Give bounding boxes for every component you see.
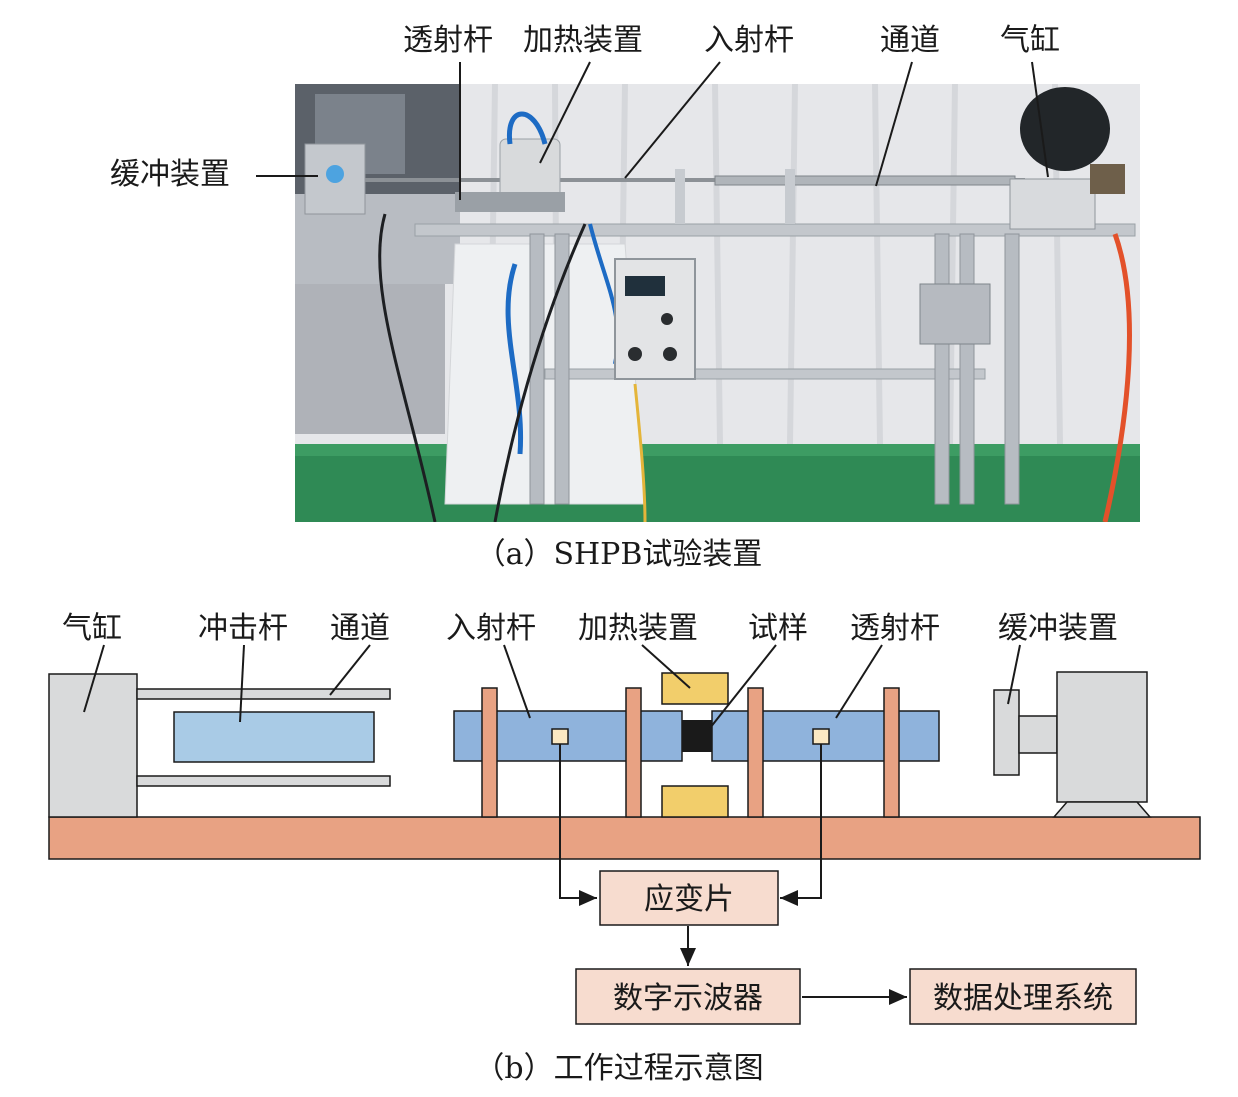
channel-rail-top (136, 688, 391, 700)
support-1 (481, 687, 498, 818)
label-transmission-bar-a: 透射杆 (403, 23, 493, 58)
label-heating-device-b: 加热装置 (578, 611, 698, 646)
support-3 (747, 687, 764, 818)
buffer-plunger (993, 689, 1020, 776)
support-2 (625, 687, 642, 818)
buffer-foot (1052, 801, 1152, 818)
label-cylinder-a: 气缸 (1000, 23, 1060, 58)
buffer-body (1056, 671, 1148, 803)
data-system-text: 数据处理系统 (933, 981, 1113, 1016)
heater-top (661, 672, 729, 705)
caption-b: （b）工作过程示意图 (474, 1051, 764, 1086)
heater-bottom (661, 785, 729, 818)
base-platform (48, 816, 1201, 860)
label-incident-bar-b: 入射杆 (446, 611, 536, 646)
label-specimen-b: 试样 (748, 611, 808, 646)
label-buffer-device-a: 缓冲装置 (110, 157, 230, 192)
shpb-apparatus-photo (295, 84, 1140, 522)
part-a-leader-lines (256, 61, 1049, 200)
strain-gauge-box (599, 870, 779, 926)
cylinder-block (48, 673, 138, 818)
label-incident-bar-a: 入射杆 (704, 23, 794, 58)
caption-a: （a）SHPB试验装置 (475, 537, 763, 572)
striker-bar (173, 711, 375, 763)
strain-gauge-transmission (812, 728, 830, 745)
data-system-box (909, 968, 1137, 1025)
strain-gauge-incident (551, 728, 569, 745)
working-process-schematic (48, 644, 1201, 1025)
label-channel-b: 通道 (330, 611, 390, 646)
oscilloscope-text: 数字示波器 (613, 981, 763, 1016)
label-cylinder-b: 气缸 (62, 611, 122, 646)
specimen (682, 720, 712, 752)
support-4 (883, 687, 900, 818)
label-channel-a: 通道 (880, 23, 940, 58)
label-striker-bar-b: 冲击杆 (198, 611, 288, 646)
channel-rail-bottom (136, 775, 391, 787)
label-heating-device-a: 加热装置 (523, 23, 643, 58)
label-transmission-bar-b: 透射杆 (850, 611, 940, 646)
strain-gauge-text: 应变片 (644, 882, 734, 917)
buffer-rod (1018, 715, 1058, 754)
oscilloscope-box (575, 968, 801, 1025)
label-buffer-device-b: 缓冲装置 (998, 611, 1118, 646)
